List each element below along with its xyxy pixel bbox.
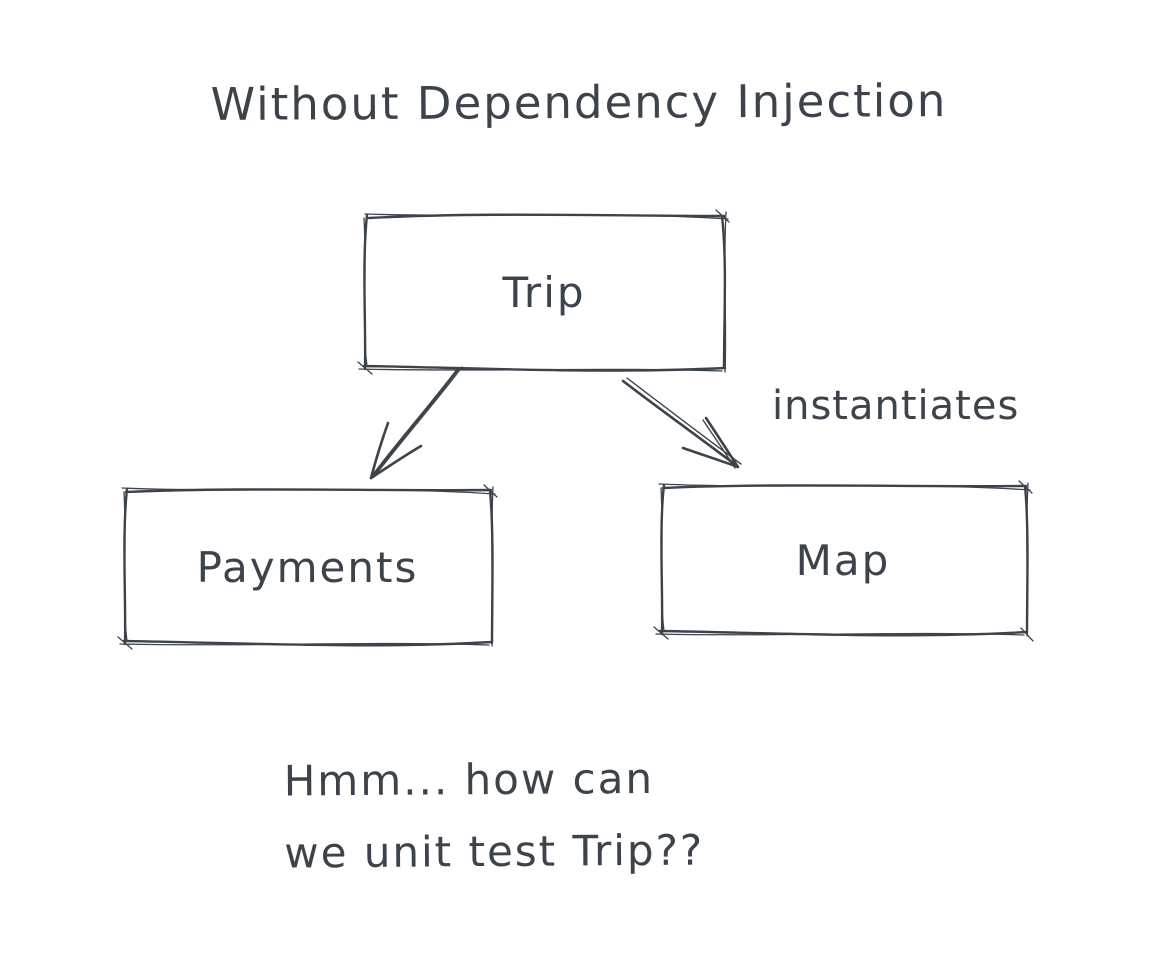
diagram-title: Without Dependency Injection — [210, 74, 948, 131]
payments-node-box — [117, 484, 498, 650]
note-line-2: we unit test Trip?? — [284, 825, 705, 878]
map-node-label: Map — [795, 535, 891, 585]
note-text: Hmm... how can we unit test Trip?? — [284, 743, 705, 890]
note-line-1: Hmm... how can — [283, 753, 655, 806]
trip-node-label: Trip — [502, 267, 586, 317]
arrow-trip-to-map — [621, 377, 742, 469]
trip-node-box — [357, 209, 730, 375]
map-node: Map — [658, 484, 1028, 636]
trip-node: Trip — [362, 213, 726, 371]
payments-node-label: Payments — [196, 542, 419, 592]
arrow-trip-to-payments — [369, 366, 463, 480]
map-node-box — [653, 480, 1034, 642]
payments-node: Payments — [121, 488, 494, 646]
edge-label-instantiates: instantiates — [772, 383, 1020, 429]
